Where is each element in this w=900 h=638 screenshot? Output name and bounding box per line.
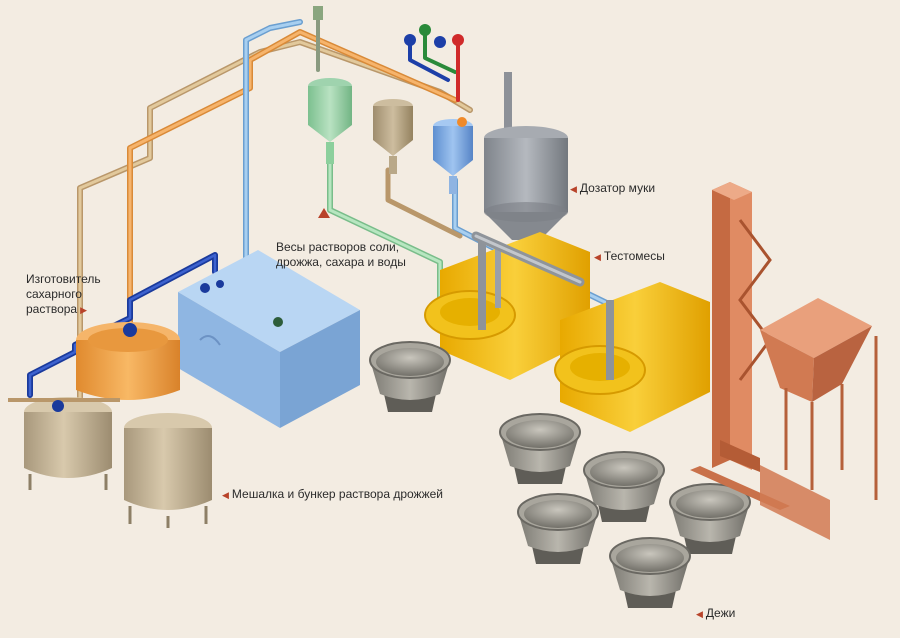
dough-bowl (583, 451, 665, 522)
dosing-tank-green (308, 78, 352, 164)
valve-cluster (313, 6, 464, 48)
arrow-left-icon: ◀ (594, 252, 601, 262)
arrow-up-icon (318, 208, 330, 218)
dough-bowl (609, 537, 691, 608)
label-flour-doser: ◀Дозатор муки (570, 181, 656, 195)
dough-bowl (517, 493, 599, 564)
dough-bowl (669, 483, 751, 554)
arrow-left-icon: ◀ (696, 609, 703, 619)
label-kneaders: ◀Тестомесы (594, 249, 665, 263)
flour-receiving-hopper (760, 298, 878, 500)
label-yeast-mixer: ◀Мешалка и бункер раствора дрожжей (222, 487, 443, 501)
yeast-tank-right (124, 413, 212, 528)
label-bowls: ◀Дежи (696, 606, 736, 620)
dosing-tank-blue (433, 117, 473, 194)
bowl-lift (690, 182, 830, 540)
label-dosing-scales: Весы растворов соли, дрожжа, сахара и во… (276, 240, 406, 269)
dough-bowl (369, 341, 451, 412)
bowls-group (369, 341, 751, 608)
arrow-left-icon: ◀ (222, 490, 229, 500)
arrow-left-icon: ◀ (570, 184, 577, 194)
yeast-tank-left (8, 397, 120, 490)
dosing-tank-tan (373, 99, 413, 174)
dough-bowl (499, 413, 581, 484)
sugar-tank (76, 322, 180, 400)
flour-hopper (484, 72, 568, 240)
water-tank (178, 250, 360, 428)
arrow-right-icon: ▶ (80, 305, 88, 315)
label-arrows (318, 208, 330, 218)
kneader-2 (554, 282, 710, 432)
label-sugar-maker: Изготовитель сахарного раствора▶ (26, 272, 101, 316)
